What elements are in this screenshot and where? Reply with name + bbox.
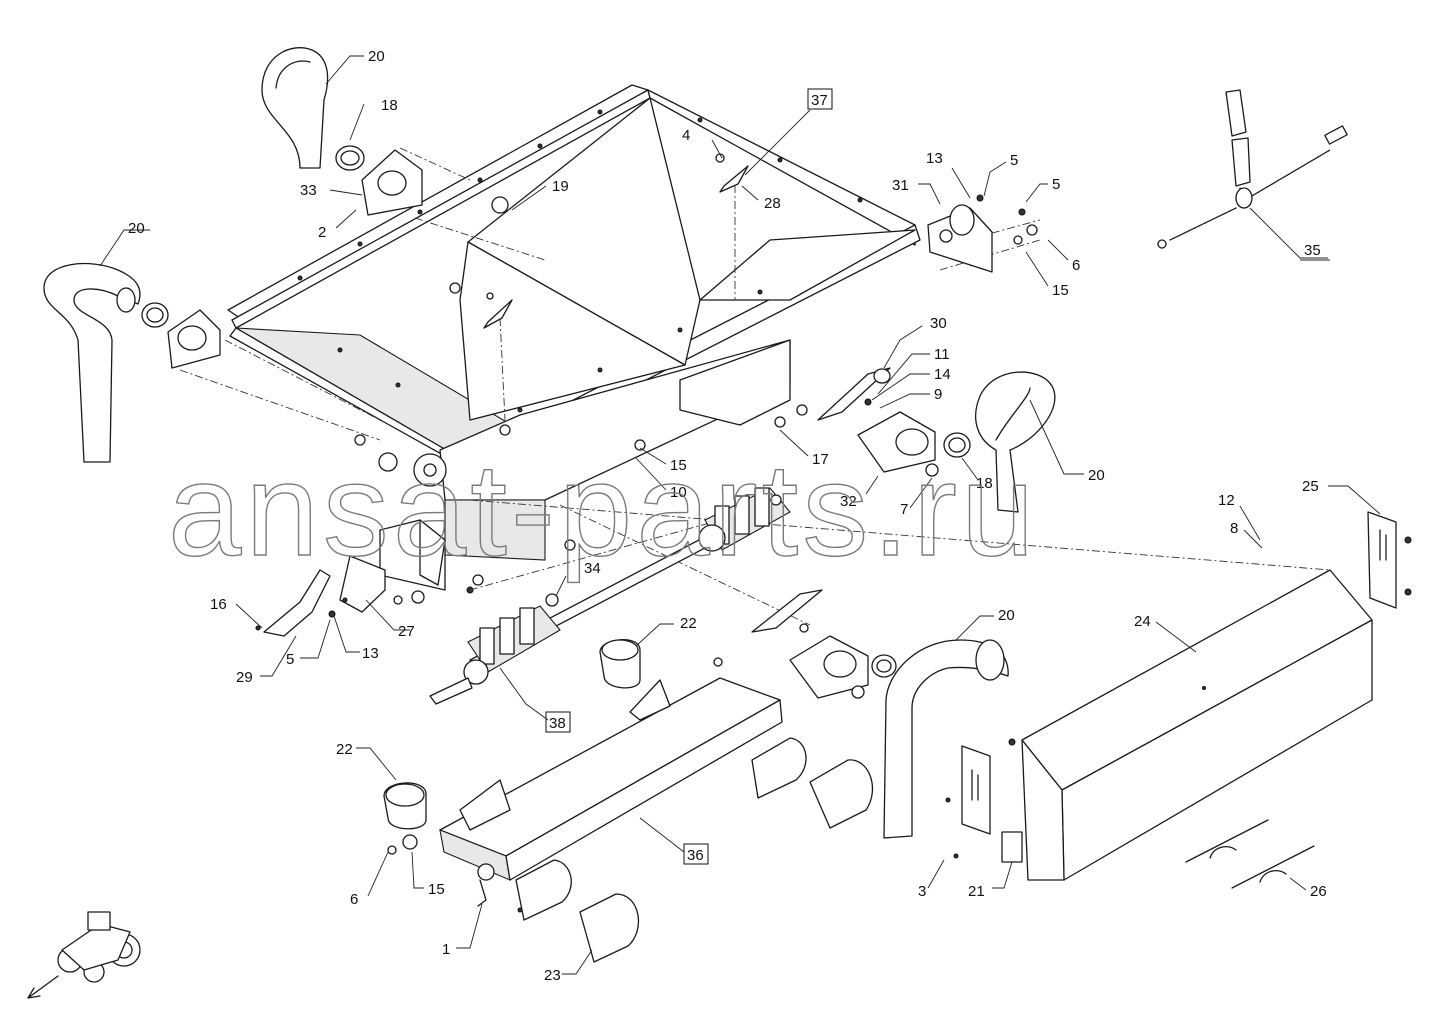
callout-33: 33 xyxy=(300,182,317,199)
chute-pieces xyxy=(751,367,891,633)
callout-5: 5 xyxy=(1052,176,1060,193)
callout-30: 30 xyxy=(930,315,947,332)
flange-plates xyxy=(167,149,939,699)
callout-4: 4 xyxy=(682,127,690,144)
callout-38: 38 xyxy=(549,715,566,732)
auger-coupling-left xyxy=(429,593,561,705)
callout-31: 31 xyxy=(892,177,909,194)
cylinder-parts xyxy=(383,638,874,963)
callout-6: 6 xyxy=(1072,257,1080,274)
callout-22: 22 xyxy=(680,615,697,632)
callout-10: 10 xyxy=(670,484,687,501)
callout-14: 14 xyxy=(934,366,951,383)
callout-28: 28 xyxy=(764,195,781,212)
callout-13: 13 xyxy=(926,150,943,167)
callout-22: 22 xyxy=(336,741,353,758)
callout-15: 15 xyxy=(428,881,445,898)
callout-20: 20 xyxy=(128,220,145,237)
cover-panel xyxy=(1021,569,1373,881)
callout-19: 19 xyxy=(552,178,569,195)
callout-15: 15 xyxy=(670,457,687,474)
callout-5: 5 xyxy=(1010,152,1018,169)
callout-9: 9 xyxy=(934,386,942,403)
callout-3: 3 xyxy=(918,883,926,900)
callout-23: 23 xyxy=(544,967,561,984)
callout-6: 6 xyxy=(350,891,358,908)
callout-26: 26 xyxy=(1310,883,1327,900)
hopper-assembly xyxy=(227,84,921,604)
callout-box-37 xyxy=(807,88,833,110)
clamp-rings xyxy=(141,145,971,678)
hose-top xyxy=(261,47,329,169)
callout-8: 8 xyxy=(1230,520,1238,537)
watermark-text: ansat-parts.ru xyxy=(168,436,1038,583)
side-plates xyxy=(945,511,1412,863)
tractor-orientation-icon xyxy=(27,911,141,999)
hose-left xyxy=(43,262,141,463)
diamond-flaps xyxy=(483,153,749,329)
callout-25: 25 xyxy=(1302,478,1319,495)
callout-20: 20 xyxy=(998,607,1015,624)
callout-34: 34 xyxy=(584,560,601,577)
callout-18: 18 xyxy=(381,97,398,114)
callout-numbers: 20 18 33 2 19 4 28 37 13 5 31 5 6 15 35 … xyxy=(128,48,1330,984)
callout-27: 27 xyxy=(398,623,415,640)
left-bracket xyxy=(255,555,403,637)
cable-assembly xyxy=(1157,89,1348,249)
callout-box-38 xyxy=(545,711,571,733)
callout-24: 24 xyxy=(1134,613,1151,630)
callout-36: 36 xyxy=(687,847,704,864)
hose-loop-right xyxy=(975,371,1056,513)
callout-12: 12 xyxy=(1218,492,1235,509)
callout-box-36 xyxy=(683,843,709,865)
callout-17: 17 xyxy=(812,451,829,468)
callout-18: 18 xyxy=(976,475,993,492)
auger-coupling-right xyxy=(698,487,791,552)
callout-1: 1 xyxy=(442,941,450,958)
lower-frame xyxy=(439,677,783,913)
right-bracket xyxy=(927,194,1038,273)
callout-37: 37 xyxy=(811,92,828,109)
auger-shaft xyxy=(429,487,791,705)
callout-35: 35 xyxy=(1304,242,1321,259)
callout-32: 32 xyxy=(840,493,857,510)
callout-15: 15 xyxy=(1052,282,1069,299)
callout-16: 16 xyxy=(210,596,227,613)
leader-lines xyxy=(99,55,1381,975)
callout-20: 20 xyxy=(368,48,385,65)
callout-13: 13 xyxy=(362,645,379,662)
callout-11: 11 xyxy=(934,346,950,363)
hose-bottom xyxy=(883,639,1009,839)
callout-2: 2 xyxy=(318,224,326,241)
callout-21: 21 xyxy=(968,883,985,900)
callout-29: 29 xyxy=(236,669,253,686)
callout-5: 5 xyxy=(286,651,294,668)
callout-20: 20 xyxy=(1088,467,1105,484)
callout-7: 7 xyxy=(900,501,908,518)
spring-clips xyxy=(1185,819,1315,889)
